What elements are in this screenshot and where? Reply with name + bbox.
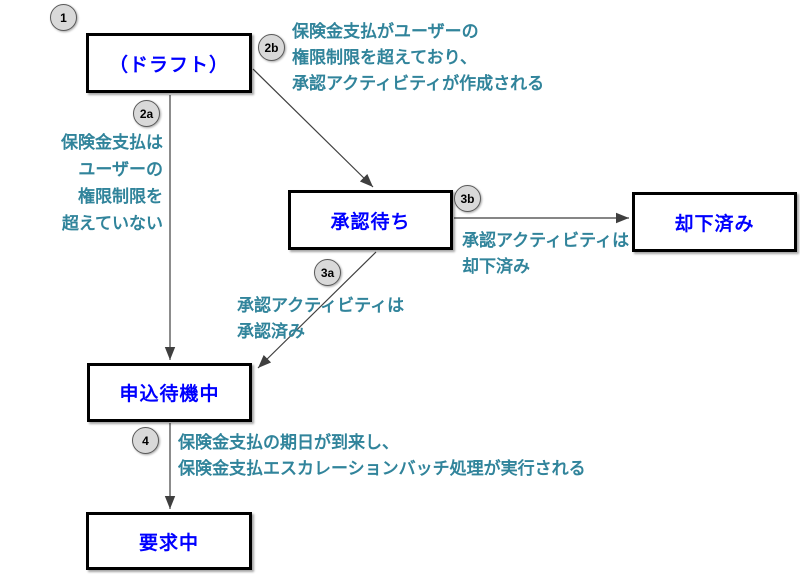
annotation-2a-line4: 超えていない [61, 214, 163, 233]
annotation-2a-line3: 権限制限を [78, 187, 163, 206]
annotation-2b-line3: 承認アクティビティが作成される [292, 74, 545, 93]
annotation-3a: 承認アクティビティは 承認済み [237, 293, 404, 345]
annotation-2b: 保険金支払がユーザーの 権限制限を超えており、 承認アクティビティが作成される [292, 19, 544, 97]
annotation-3b-line1: 承認アクティビティは [462, 231, 630, 250]
annotation-4-line2: 保険金支払エスカレーションバッチ処理が実行される [178, 459, 586, 478]
state-label-pending-approval: 承認待ち [330, 211, 411, 233]
state-box-draft: （ドラフト） [86, 33, 252, 93]
state-label-rejected: 却下済み [674, 213, 755, 235]
state-box-requested: 要求中 [86, 512, 252, 570]
step-badge-1-label: 1 [60, 10, 67, 25]
annotation-2a-line1: 保険金支払は [61, 133, 163, 152]
state-box-rejected: 却下済み [632, 192, 797, 252]
step-badge-2b-label: 2b [264, 40, 279, 55]
state-label-requested: 要求中 [138, 532, 199, 554]
step-badge-4-label: 4 [142, 433, 149, 448]
step-badge-3a-label: 3a [320, 265, 335, 280]
step-badge-3b: 3b [454, 185, 481, 212]
annotation-2a: 保険金支払は ユーザーの 権限制限を 超えていない [20, 129, 163, 237]
step-badge-2b: 2b [258, 34, 285, 61]
step-badge-1: 1 [50, 4, 77, 31]
annotation-3b: 承認アクティビティは 却下済み [462, 228, 629, 280]
step-badge-2a: 2a [133, 100, 160, 127]
step-badge-2a-label: 2a [139, 106, 154, 121]
annotation-4: 保険金支払の期日が到来し、 保険金支払エスカレーションバッチ処理が実行される [178, 430, 586, 482]
annotation-4-line1: 保険金支払の期日が到来し、 [178, 433, 399, 452]
annotation-2b-line2: 権限制限を超えており、 [292, 48, 477, 67]
annotation-2a-line2: ユーザーの [78, 160, 163, 179]
state-box-awaiting-application: 申込待機中 [87, 363, 252, 422]
annotation-3b-line2: 却下済み [462, 257, 530, 276]
step-badge-3b-label: 3b [460, 191, 475, 206]
step-badge-3a: 3a [314, 259, 341, 286]
state-box-pending-approval: 承認待ち [288, 190, 453, 250]
step-badge-4: 4 [132, 427, 159, 454]
annotation-3a-line1: 承認アクティビティは [237, 296, 405, 315]
state-label-draft: （ドラフト） [108, 54, 229, 76]
annotation-3a-line2: 承認済み [237, 322, 305, 341]
annotation-2b-line1: 保険金支払がユーザーの [292, 22, 479, 41]
state-label-awaiting-application: 申込待機中 [119, 384, 220, 405]
